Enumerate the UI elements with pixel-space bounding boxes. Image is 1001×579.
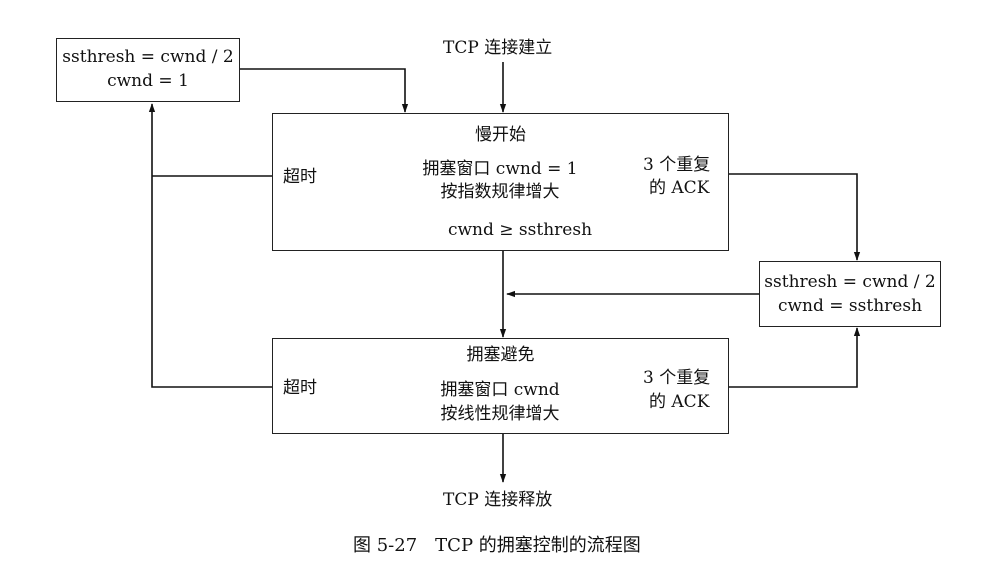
slow-start-dupack-line1: 3 个重复 (643, 155, 711, 175)
arrow-avoidance-timeout (148, 103, 272, 388)
avoidance-timeout-label: 超时 (283, 378, 317, 398)
avoidance-dupack-line1: 3 个重复 (643, 368, 711, 388)
congestion-avoidance-box (272, 338, 729, 434)
slow-start-condition: cwnd ≥ ssthresh (447, 220, 593, 240)
avoidance-dupack-line2: 的 ACK (649, 392, 710, 412)
slow-start-timeout-label: 超时 (283, 167, 317, 187)
end-label: TCP 连接释放 (443, 490, 553, 510)
avoidance-desc2: 按线性规律增大 (440, 404, 560, 424)
figure-caption: 图 5-27 TCP 的拥塞控制的流程图 (353, 535, 641, 556)
fast-recovery-line2: cwnd = ssthresh (777, 296, 923, 316)
arrow-reset-to-slow-start (240, 68, 409, 113)
slow-start-desc1: 拥塞窗口 cwnd = 1 (422, 159, 578, 179)
timeout-reset-line2: cwnd = 1 (107, 71, 189, 91)
arrow-avoidance-dupack (728, 327, 861, 388)
fast-recovery-line1: ssthresh = cwnd / 2 (764, 272, 936, 292)
slow-start-title: 慢开始 (475, 125, 526, 145)
timeout-reset-box (56, 38, 240, 102)
avoidance-desc1: 拥塞窗口 cwnd (440, 380, 560, 400)
slow-start-dupack-line2: 的 ACK (649, 178, 710, 198)
arrow-slow-start-dupack (728, 173, 861, 261)
slow-start-desc2: 按指数规律增大 (440, 182, 560, 202)
timeout-reset-line1: ssthresh = cwnd / 2 (62, 47, 234, 67)
fast-recovery-box (759, 261, 941, 327)
start-label: TCP 连接建立 (443, 38, 553, 58)
slow-start-box (272, 113, 729, 251)
avoidance-title: 拥塞避免 (466, 345, 535, 365)
